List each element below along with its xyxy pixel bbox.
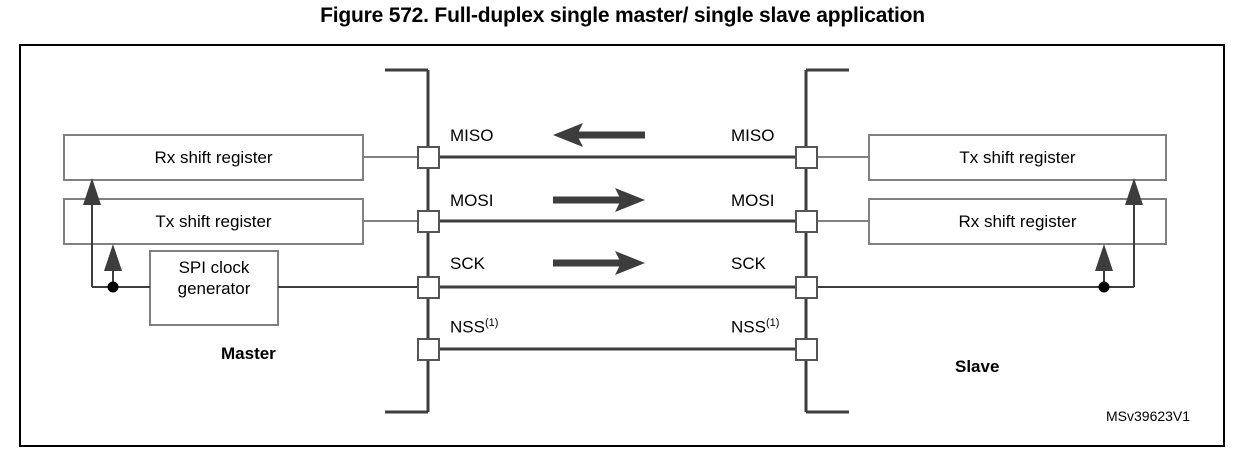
direction-arrow-mosi [553, 188, 645, 212]
signal-label-master-sck: SCK [450, 254, 485, 273]
spi-clock-generator-line-1: SPI clock [178, 258, 250, 277]
master-role-label: Master [221, 344, 276, 363]
arrowhead-master-clk-to-rx [83, 178, 101, 205]
slave-role-label: Slave [955, 357, 1000, 376]
slave-pin-miso[interactable] [795, 146, 818, 169]
slave-pin-mosi[interactable] [795, 210, 818, 233]
master-pin-sck[interactable] [417, 276, 440, 299]
signal-label-master-nss-text: NSS [450, 317, 485, 337]
signal-label-master-miso: MISO [450, 126, 494, 145]
master-rx-shift-register-box [63, 134, 364, 181]
slave-tx-shift-register-label: Tx shift register [959, 148, 1076, 167]
signal-label-master-nss: NSS(1) [450, 317, 498, 338]
junction-dot-master-clock [107, 281, 119, 293]
slave-pin-nss[interactable] [795, 338, 818, 361]
junction-dot-slave-clock [1098, 281, 1110, 293]
slave-tx-shift-register-box [868, 134, 1167, 181]
master-pin-mosi[interactable] [417, 210, 440, 233]
arrowhead-slave-clk-to-rx [1095, 244, 1113, 271]
master-pin-nss[interactable] [417, 338, 440, 361]
signal-label-slave-nss-text: NSS [731, 317, 766, 337]
slave-rx-shift-register-label: Rx shift register [958, 212, 1077, 231]
master-pin-miso[interactable] [417, 146, 440, 169]
master-rx-shift-register-label: Rx shift register [154, 148, 273, 167]
spi-clock-generator-line-2: generator [177, 279, 251, 298]
signal-label-slave-miso: MISO [731, 126, 775, 145]
master-spi-clock-generator-label: SPI clock generator [150, 257, 278, 299]
figure-title: Figure 572. Full-duplex single master/ s… [320, 4, 925, 27]
signal-label-slave-mosi: MOSI [731, 191, 775, 210]
signal-label-slave-nss: NSS(1) [731, 317, 779, 338]
slave-pin-sck[interactable] [795, 276, 818, 299]
signal-label-master-nss-note: (1) [484, 317, 499, 329]
direction-arrow-sck [553, 251, 645, 275]
signal-label-slave-nss-note: (1) [765, 317, 780, 329]
signal-label-master-mosi: MOSI [450, 191, 494, 210]
figure-watermark: MSv39623V1 [1106, 408, 1191, 424]
arrowhead-master-clk-to-tx [104, 244, 122, 271]
slave-rx-shift-register-box [868, 198, 1167, 245]
figure-frame-border [19, 44, 1225, 447]
arrowhead-slave-clk-to-tx [1125, 178, 1143, 205]
signal-label-slave-sck: SCK [731, 254, 766, 273]
direction-arrow-miso [553, 123, 645, 147]
master-tx-shift-register-label: Tx shift register [155, 212, 272, 231]
